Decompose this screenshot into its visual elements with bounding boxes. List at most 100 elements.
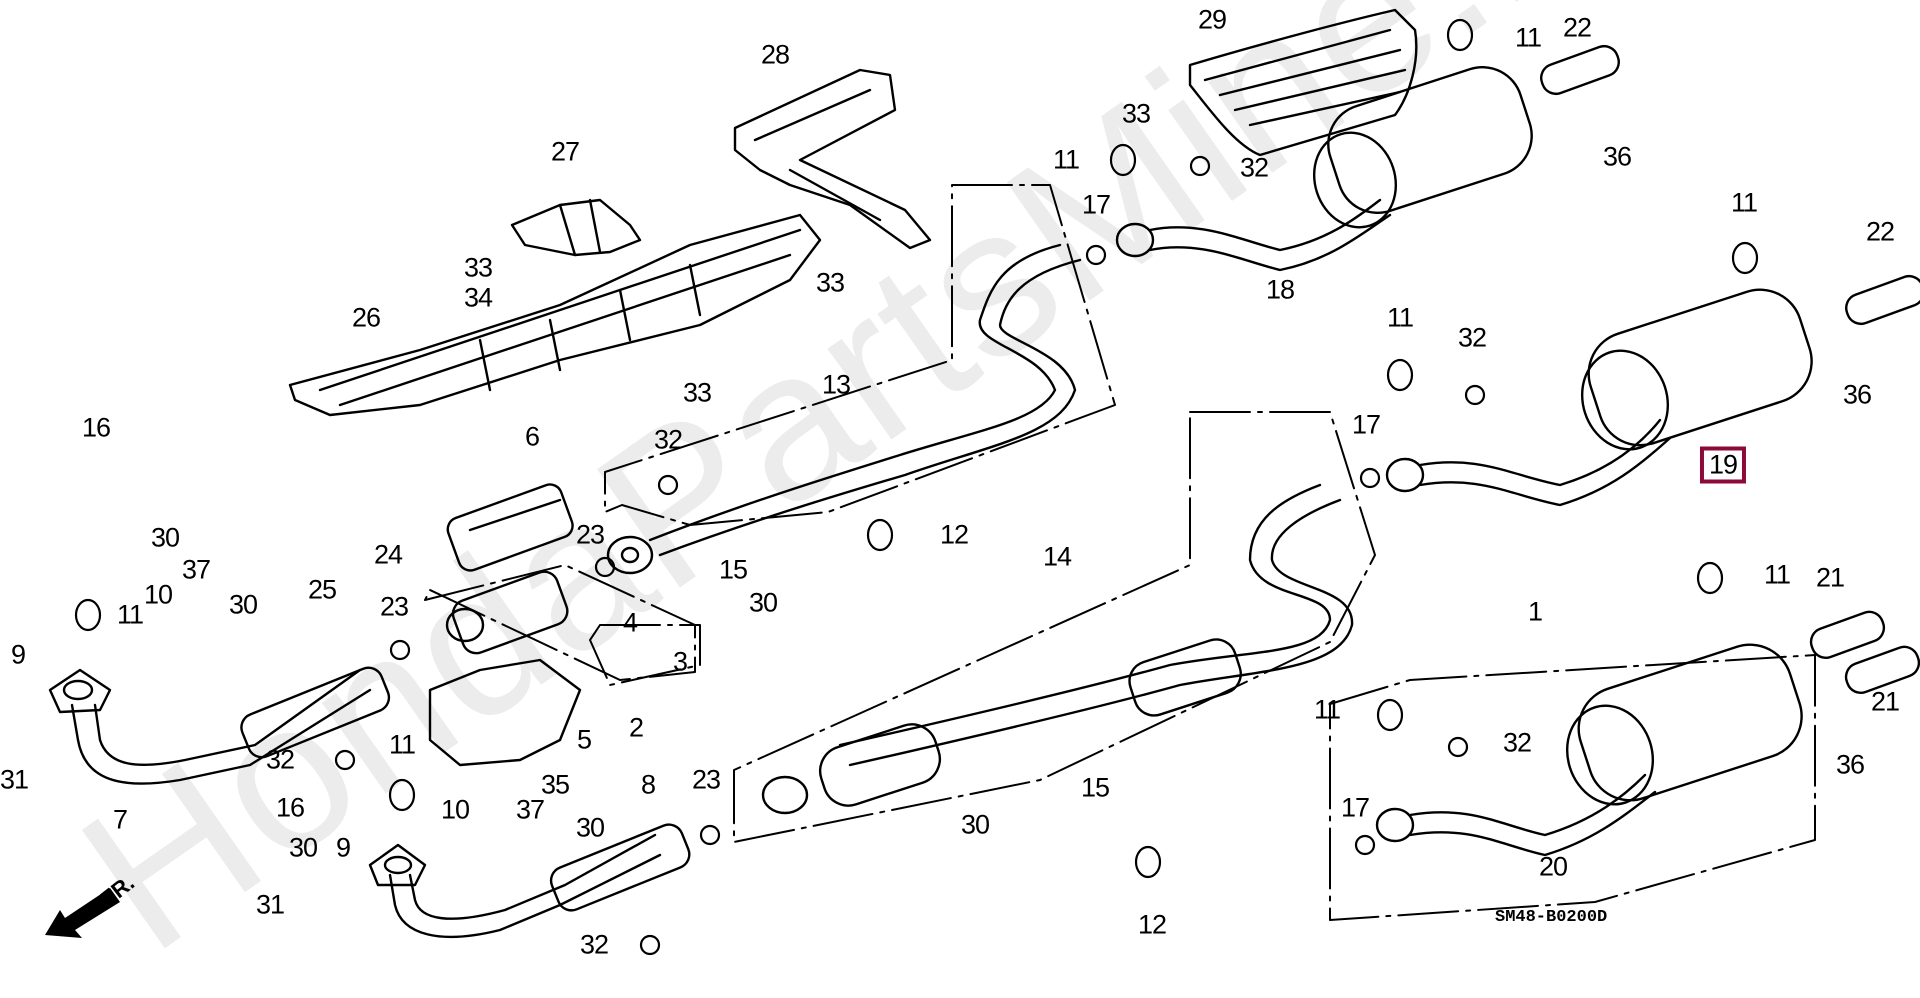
converter-2 <box>445 570 569 655</box>
callout-6[interactable]: 6 <box>524 421 540 452</box>
diagram-artwork <box>48 8 1920 956</box>
hanger-11a <box>1446 18 1474 52</box>
callout-27[interactable]: 27 <box>550 136 580 167</box>
callout-35[interactable]: 35 <box>540 769 570 800</box>
outline-14 <box>733 411 1376 843</box>
converter-6 <box>446 483 574 572</box>
callout-10[interactable]: 10 <box>440 794 470 825</box>
callout-25[interactable]: 25 <box>307 574 337 605</box>
callout-17[interactable]: 17 <box>1340 792 1370 823</box>
nut-32f <box>639 934 661 956</box>
callout-33[interactable]: 33 <box>682 377 712 408</box>
callout-13[interactable]: 13 <box>821 369 851 400</box>
callout-9[interactable]: 9 <box>335 832 351 863</box>
nut-32d <box>334 749 356 771</box>
heat-shield-29 <box>1188 8 1418 157</box>
callout-30[interactable]: 30 <box>748 587 778 618</box>
callout-22[interactable]: 22 <box>1562 12 1592 43</box>
callout-9[interactable]: 9 <box>10 639 26 670</box>
callout-37[interactable]: 37 <box>515 794 545 825</box>
callout-36[interactable]: 36 <box>1842 379 1872 410</box>
callout-20[interactable]: 20 <box>1538 851 1568 882</box>
callout-28[interactable]: 28 <box>760 39 790 70</box>
callout-32[interactable]: 32 <box>1457 322 1487 353</box>
callout-11[interactable]: 11 <box>1313 694 1341 725</box>
callout-30[interactable]: 30 <box>150 522 180 553</box>
outline-2 <box>424 564 696 681</box>
hanger-11f <box>1696 561 1724 595</box>
callout-24[interactable]: 24 <box>373 539 403 570</box>
hanger-11d <box>1386 358 1414 392</box>
callout-21[interactable]: 21 <box>1870 686 1900 717</box>
callout-33[interactable]: 33 <box>815 267 845 298</box>
nut-32e <box>1447 736 1469 758</box>
callout-31[interactable]: 31 <box>0 764 29 795</box>
callout-29[interactable]: 29 <box>1197 4 1227 35</box>
callout-30[interactable]: 30 <box>228 589 258 620</box>
muffler-19 <box>1385 288 1813 507</box>
muffler-20 <box>1375 643 1803 857</box>
callout-10[interactable]: 10 <box>143 579 173 610</box>
tail-pipe-22-lower <box>1845 274 1920 326</box>
callout-36[interactable]: 36 <box>1602 141 1632 172</box>
muffler-18-upper <box>1115 65 1533 272</box>
callout-11[interactable]: 11 <box>1730 187 1758 218</box>
callout-33[interactable]: 33 <box>463 252 493 283</box>
callout-33[interactable]: 33 <box>1121 98 1151 129</box>
callout-23[interactable]: 23 <box>575 519 605 550</box>
callout-36[interactable]: 36 <box>1835 749 1865 780</box>
callout-32[interactable]: 32 <box>1239 152 1269 183</box>
gasket-17c <box>1354 834 1376 856</box>
hanger-11c <box>1731 241 1759 275</box>
exhaust-pipe-13 <box>606 243 1082 575</box>
callout-11[interactable]: 11 <box>1514 22 1542 53</box>
callout-11[interactable]: 11 <box>1386 302 1414 333</box>
callout-11[interactable]: 11 <box>116 599 144 630</box>
callout-16[interactable]: 16 <box>275 792 305 823</box>
callout-3[interactable]: 3 <box>672 646 688 677</box>
callout-32[interactable]: 32 <box>1502 727 1532 758</box>
callout-18[interactable]: 18 <box>1265 274 1295 305</box>
callout-1[interactable]: 1 <box>1527 596 1543 627</box>
callout-17[interactable]: 17 <box>1351 409 1381 440</box>
callout-22[interactable]: 22 <box>1865 216 1895 247</box>
callout-4[interactable]: 4 <box>622 607 638 638</box>
callout-16[interactable]: 16 <box>81 412 111 443</box>
callout-30[interactable]: 30 <box>288 832 318 863</box>
hanger-11e <box>74 598 102 632</box>
callout-19-highlighted[interactable]: 19 <box>1699 446 1747 484</box>
callout-32[interactable]: 32 <box>653 424 683 455</box>
callout-37[interactable]: 37 <box>181 554 211 585</box>
callout-11[interactable]: 11 <box>1763 559 1791 590</box>
callout-30[interactable]: 30 <box>960 809 990 840</box>
callout-12[interactable]: 12 <box>1137 909 1167 940</box>
callout-12[interactable]: 12 <box>939 519 969 550</box>
callout-11[interactable]: 11 <box>1052 144 1080 175</box>
callout-26[interactable]: 26 <box>351 302 381 333</box>
callout-2[interactable]: 2 <box>628 712 644 743</box>
callout-23[interactable]: 23 <box>379 591 409 622</box>
callout-15[interactable]: 15 <box>1080 772 1110 803</box>
callout-31[interactable]: 31 <box>255 889 285 920</box>
tail-pipe-21-a <box>1809 610 1886 660</box>
callout-15[interactable]: 15 <box>718 554 748 585</box>
tail-pipe-21-b <box>1844 645 1920 695</box>
gasket-23a <box>594 556 616 578</box>
callout-34[interactable]: 34 <box>463 282 493 313</box>
callout-5[interactable]: 5 <box>576 724 592 755</box>
callout-17[interactable]: 17 <box>1081 189 1111 220</box>
callout-11[interactable]: 11 <box>388 729 416 760</box>
callout-30[interactable]: 30 <box>575 812 605 843</box>
callout-7[interactable]: 7 <box>112 804 128 835</box>
outline-1 <box>1329 654 1816 921</box>
callout-8[interactable]: 8 <box>640 769 656 800</box>
callout-21[interactable]: 21 <box>1815 562 1845 593</box>
diagram-code: SM48-B0200D <box>1495 908 1608 927</box>
callout-32[interactable]: 32 <box>579 929 609 960</box>
callout-32[interactable]: 32 <box>265 744 295 775</box>
gasket-23c <box>699 824 721 846</box>
callout-23[interactable]: 23 <box>691 764 721 795</box>
callout-14[interactable]: 14 <box>1042 541 1072 572</box>
nut-32a <box>1189 155 1211 177</box>
gasket-17b <box>1359 467 1381 489</box>
